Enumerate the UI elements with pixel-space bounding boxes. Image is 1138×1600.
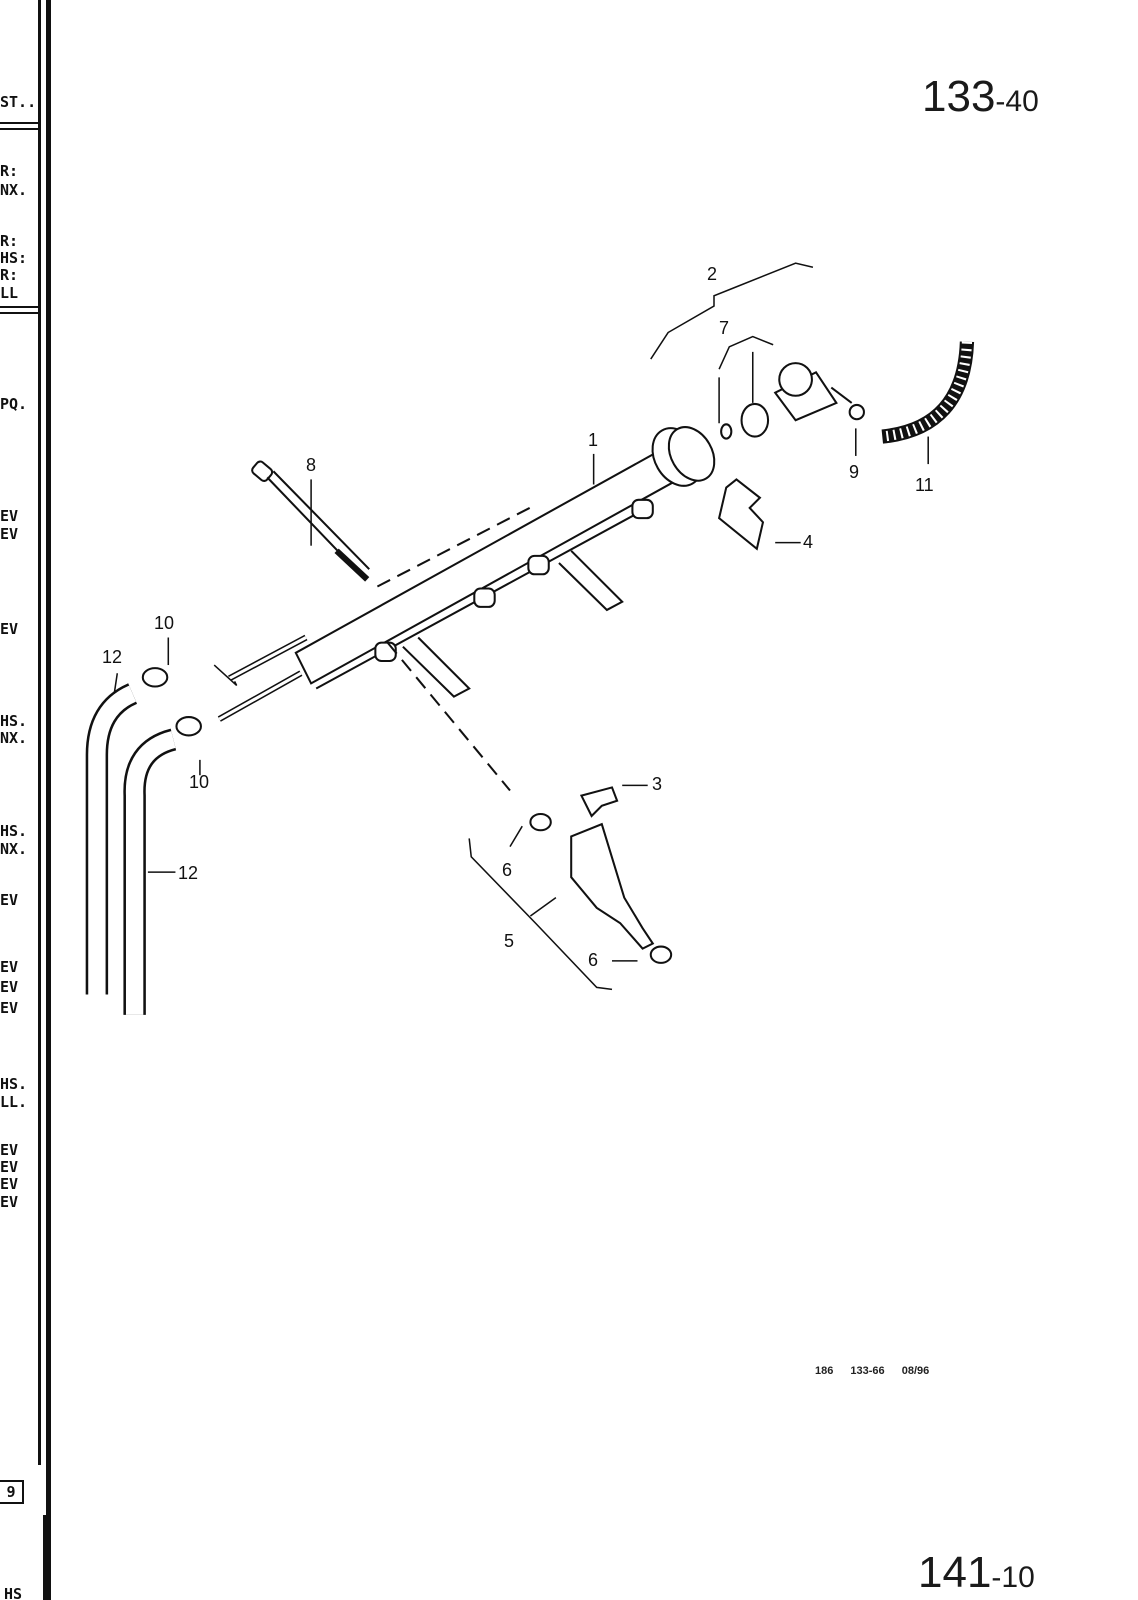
drawing-reference-code: 186 133-66 08/96	[815, 1365, 930, 1377]
callout-9: 9	[849, 462, 860, 482]
margin-rule-outer	[38, 0, 41, 1465]
page-number-sub: -10	[991, 1561, 1035, 1594]
footer-page-number: 141-10	[918, 1548, 1035, 1598]
margin-label: HS.	[0, 822, 28, 840]
margin-label: HS.	[0, 1075, 28, 1093]
callout-7: 7	[719, 318, 730, 338]
pressure-regulator	[720, 362, 865, 440]
leader-lines	[113, 262, 929, 991]
margin-label: EV	[0, 507, 19, 525]
hose-clamp	[175, 716, 202, 737]
margin-label: NX.	[0, 729, 28, 747]
callout-10: 10	[154, 613, 175, 633]
hose-clamp	[141, 667, 169, 688]
header-page-number: 133-40	[922, 72, 1039, 122]
margin-label: ST..	[0, 93, 37, 111]
margin-label: EV	[0, 1141, 19, 1159]
callout-12: 12	[178, 863, 199, 883]
margin-label: R:	[0, 232, 19, 250]
margin-label: EV	[0, 1193, 19, 1211]
margin-label: EV	[0, 525, 19, 543]
margin-label: HS:	[0, 249, 28, 267]
page-number-sub: -40	[995, 85, 1039, 118]
margin-label: HS	[4, 1585, 23, 1600]
margin-double-rule	[0, 306, 38, 314]
callout-6: 6	[588, 950, 599, 970]
fuel-injector	[529, 786, 673, 964]
margin-double-rule	[0, 122, 38, 130]
callout-3: 3	[652, 774, 663, 794]
margin-label: R:	[0, 266, 19, 284]
margin-label: EV	[0, 978, 19, 996]
margin-label: LL	[0, 284, 19, 302]
margin-rule-inner	[46, 0, 51, 1600]
margin-label: EV	[0, 1175, 19, 1193]
callout-5: 5	[504, 931, 515, 951]
callout-12: 12	[102, 647, 123, 667]
callout-10: 10	[189, 772, 210, 792]
page-number-main: 141	[918, 1548, 992, 1597]
callout-11: 11	[915, 475, 934, 495]
page-number-main: 133	[922, 72, 996, 121]
margin-rule-thick	[43, 1515, 51, 1600]
fuel-rail	[217, 426, 716, 722]
margin-label: EV	[0, 620, 19, 638]
margin-label: EV	[0, 1158, 19, 1176]
callout-1: 1	[588, 430, 599, 450]
margin-label: EV	[0, 958, 19, 976]
callout-8: 8	[306, 455, 317, 475]
hose	[881, 341, 975, 444]
retaining-clip	[717, 478, 765, 551]
margin-label: EV	[0, 891, 19, 909]
bolt	[251, 460, 511, 792]
margin-label: HS.	[0, 712, 28, 730]
margin-label: PQ.	[0, 395, 28, 413]
margin-label: NX.	[0, 181, 28, 199]
margin-label: R:	[0, 162, 19, 180]
margin-label: NX.	[0, 840, 28, 858]
margin-label: EV	[0, 999, 19, 1017]
callout-6: 6	[502, 860, 513, 880]
callout-2: 2	[707, 264, 718, 284]
callout-4: 4	[803, 532, 814, 552]
margin-box-number: 9	[0, 1480, 24, 1504]
margin-label: LL.	[0, 1093, 28, 1111]
